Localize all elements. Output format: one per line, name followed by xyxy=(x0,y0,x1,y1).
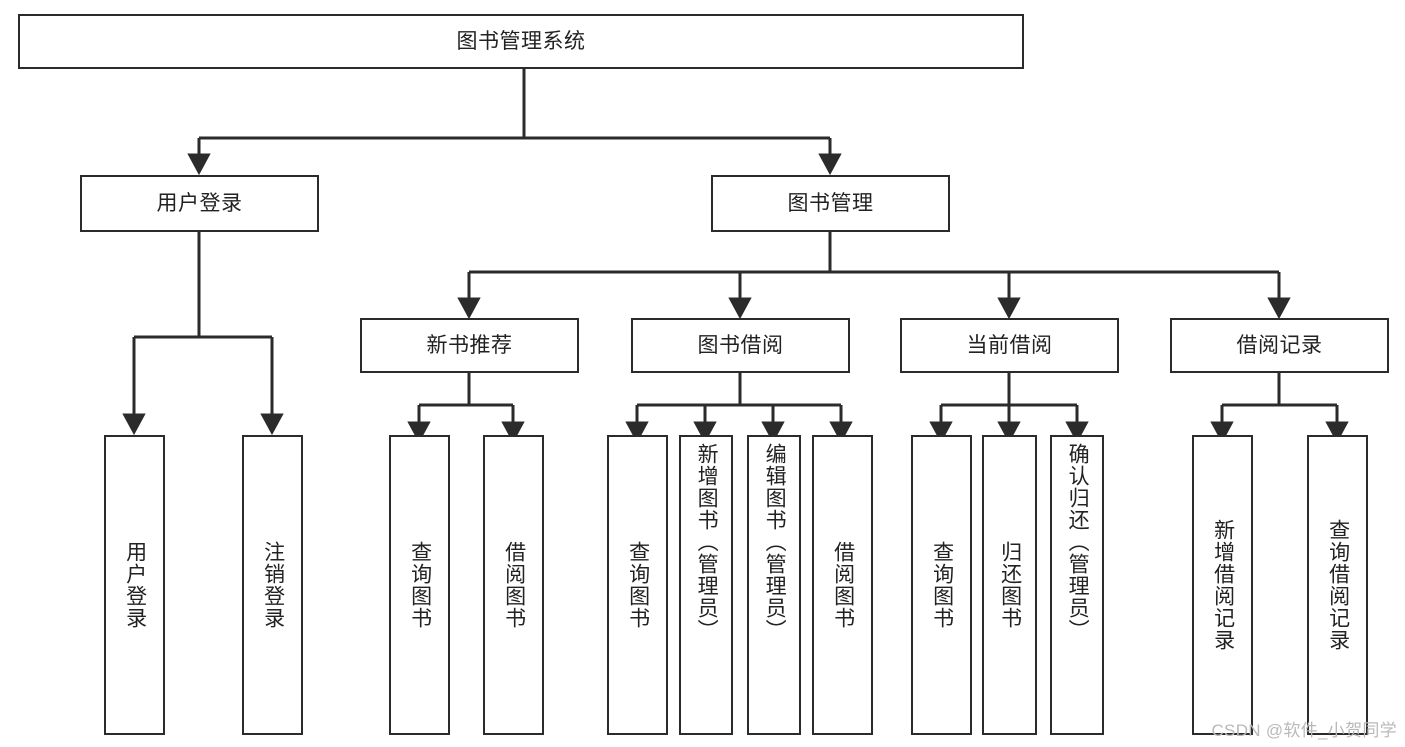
node-leaf-borrow-book-1[interactable]: 借阅图书 xyxy=(483,435,544,735)
node-leaf-logout-login-label: 注销登录 xyxy=(261,541,285,629)
node-leaf-query-book-1-label: 查询图书 xyxy=(408,541,432,629)
node-leaf-query-book-2[interactable]: 查询图书 xyxy=(607,435,668,735)
node-leaf-return-book[interactable]: 归还图书 xyxy=(982,435,1037,735)
node-root[interactable]: 图书管理系统 xyxy=(18,14,1024,69)
node-leaf-borrow-book-1-label: 借阅图书 xyxy=(502,541,526,629)
node-leaf-add-record[interactable]: 新增借阅记录 xyxy=(1192,435,1253,735)
node-leaf-user-login-label: 用户登录 xyxy=(123,541,147,629)
node-leaf-query-record[interactable]: 查询借阅记录 xyxy=(1307,435,1368,735)
node-user-login-label: 用户登录 xyxy=(156,191,243,215)
watermark-text: CSDN @软件_小贺同学 xyxy=(1211,721,1397,740)
node-leaf-add-book[interactable]: 新增图书（管理员） xyxy=(679,435,733,735)
node-leaf-query-book-2-label: 查询图书 xyxy=(626,541,650,629)
node-leaf-query-record-label: 查询借阅记录 xyxy=(1326,519,1350,651)
node-current-borrow[interactable]: 当前借阅 xyxy=(900,318,1119,373)
node-leaf-borrow-book-2[interactable]: 借阅图书 xyxy=(812,435,873,735)
node-leaf-add-record-label: 新增借阅记录 xyxy=(1211,519,1235,651)
node-leaf-add-book-label: 新增图书（管理员） xyxy=(695,443,719,641)
node-leaf-query-book-1[interactable]: 查询图书 xyxy=(389,435,450,735)
node-leaf-confirm-return[interactable]: 确认归还（管理员） xyxy=(1050,435,1104,735)
node-current-borrow-label: 当前借阅 xyxy=(966,333,1053,357)
node-book-manage[interactable]: 图书管理 xyxy=(711,175,950,232)
node-leaf-edit-book[interactable]: 编辑图书（管理员） xyxy=(747,435,801,735)
node-leaf-query-book-3-label: 查询图书 xyxy=(930,541,954,629)
node-new-book-rec[interactable]: 新书推荐 xyxy=(360,318,579,373)
node-leaf-user-login[interactable]: 用户登录 xyxy=(104,435,165,735)
node-borrow-record-label: 借阅记录 xyxy=(1236,333,1323,357)
node-book-manage-label: 图书管理 xyxy=(787,191,874,215)
node-leaf-query-book-3[interactable]: 查询图书 xyxy=(911,435,972,735)
node-borrow-record[interactable]: 借阅记录 xyxy=(1170,318,1389,373)
node-leaf-return-book-label: 归还图书 xyxy=(998,541,1022,629)
node-new-book-rec-label: 新书推荐 xyxy=(426,333,513,357)
node-leaf-confirm-return-label: 确认归还（管理员） xyxy=(1066,443,1090,641)
node-root-label: 图书管理系统 xyxy=(456,29,586,53)
node-book-borrow-label: 图书借阅 xyxy=(697,333,784,357)
node-book-borrow[interactable]: 图书借阅 xyxy=(631,318,850,373)
node-leaf-logout-login[interactable]: 注销登录 xyxy=(242,435,303,735)
node-user-login[interactable]: 用户登录 xyxy=(80,175,319,232)
node-leaf-borrow-book-2-label: 借阅图书 xyxy=(831,541,855,629)
node-leaf-edit-book-label: 编辑图书（管理员） xyxy=(763,443,787,641)
